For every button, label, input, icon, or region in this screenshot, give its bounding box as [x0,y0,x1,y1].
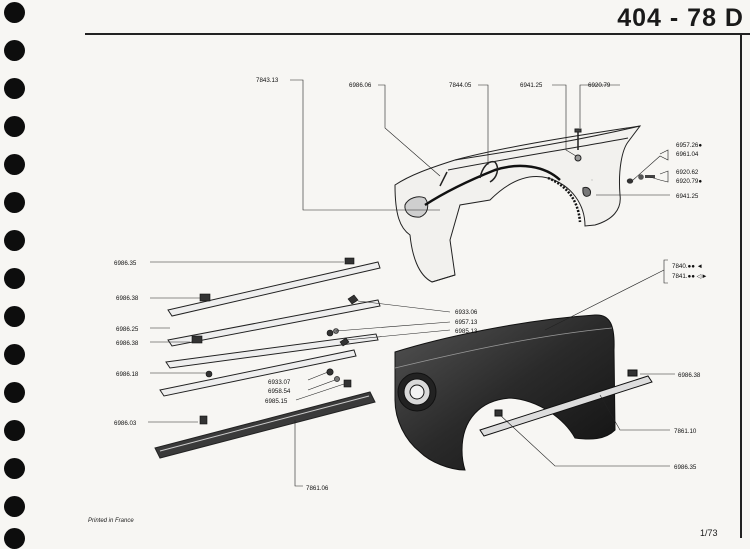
callout-6986-35-bottom: 6986.35 [674,464,697,471]
binder-hole-9 [4,306,25,327]
callout-6920-79: 6920.79 [588,82,611,89]
callout-7861-06: 7861.06 [306,485,329,492]
binder-hole-11 [4,382,25,403]
callout-6958-54: 6958.54 [268,388,291,395]
callout-6933-06: 6933.06 [455,309,478,316]
margin-rule [740,33,742,538]
callout-6920-62: 6920.62 [676,169,699,176]
binder-hole-15 [4,528,25,549]
binder-hole-3 [4,78,25,99]
binder-hole-13 [4,458,25,479]
callout-6986-18: 6986.18 [116,371,139,378]
page-title: 404 - 78 D [617,4,744,32]
callout-6933-07: 6933.07 [268,379,291,386]
callout-6920-79b: 6920.79● [676,178,702,185]
page-number: 1/73 [700,528,718,538]
binder-hole-4 [4,116,25,137]
callout-6957-26: 6957.26● [676,142,702,149]
callout-6961-04: 6961.04 [676,151,699,158]
callout-6986-06: 6986.06 [349,82,372,89]
callout-7841: 7841.●● ◁► [672,273,708,280]
binder-hole-6 [4,192,25,213]
callout-7861-10: 7861.10 [674,428,697,435]
callout-6986-38-a: 6986.38 [116,295,139,302]
binder-hole-14 [4,496,25,517]
callout-7844-05: 7844.05 [449,82,472,89]
callout-6986-35-left: 6986.35 [114,260,137,267]
binder-hole-2 [4,40,25,61]
front-wing-lower [394,314,653,471]
binder-hole-8 [4,268,25,289]
callout-6985-13: 6985.13 [455,328,478,335]
callout-7840: 7840.●● ◄ [672,263,703,270]
leader-lines [148,79,675,487]
callout-6986-38-right: 6986.38 [678,372,701,379]
front-wing-upper [394,125,642,283]
callout-6941-25-top: 6941.25 [520,82,543,89]
callout-6985-15: 6985.15 [265,398,288,405]
trim-strips [154,261,381,459]
callout-6986-03: 6986.03 [114,420,137,427]
callout-6957-13: 6957.13 [455,319,478,326]
callout-7843-13: 7843.13 [256,77,279,84]
printed-note: Printed in France [88,518,134,524]
binder-hole-5 [4,154,25,175]
binder-hole-12 [4,420,25,441]
binder-hole-10 [4,344,25,365]
callout-6986-38-b: 6986.38 [116,340,139,347]
header-rule [85,33,750,35]
binder-hole-1 [4,2,25,23]
binder-hole-7 [4,230,25,251]
callout-labels: 7843.13 6986.06 7844.05 6941.25 6920.79 … [114,77,708,492]
callout-6986-25: 6986.25 [116,326,139,333]
callout-6941-25-right: 6941.25 [676,193,699,200]
hardware-bolts [626,174,655,184]
